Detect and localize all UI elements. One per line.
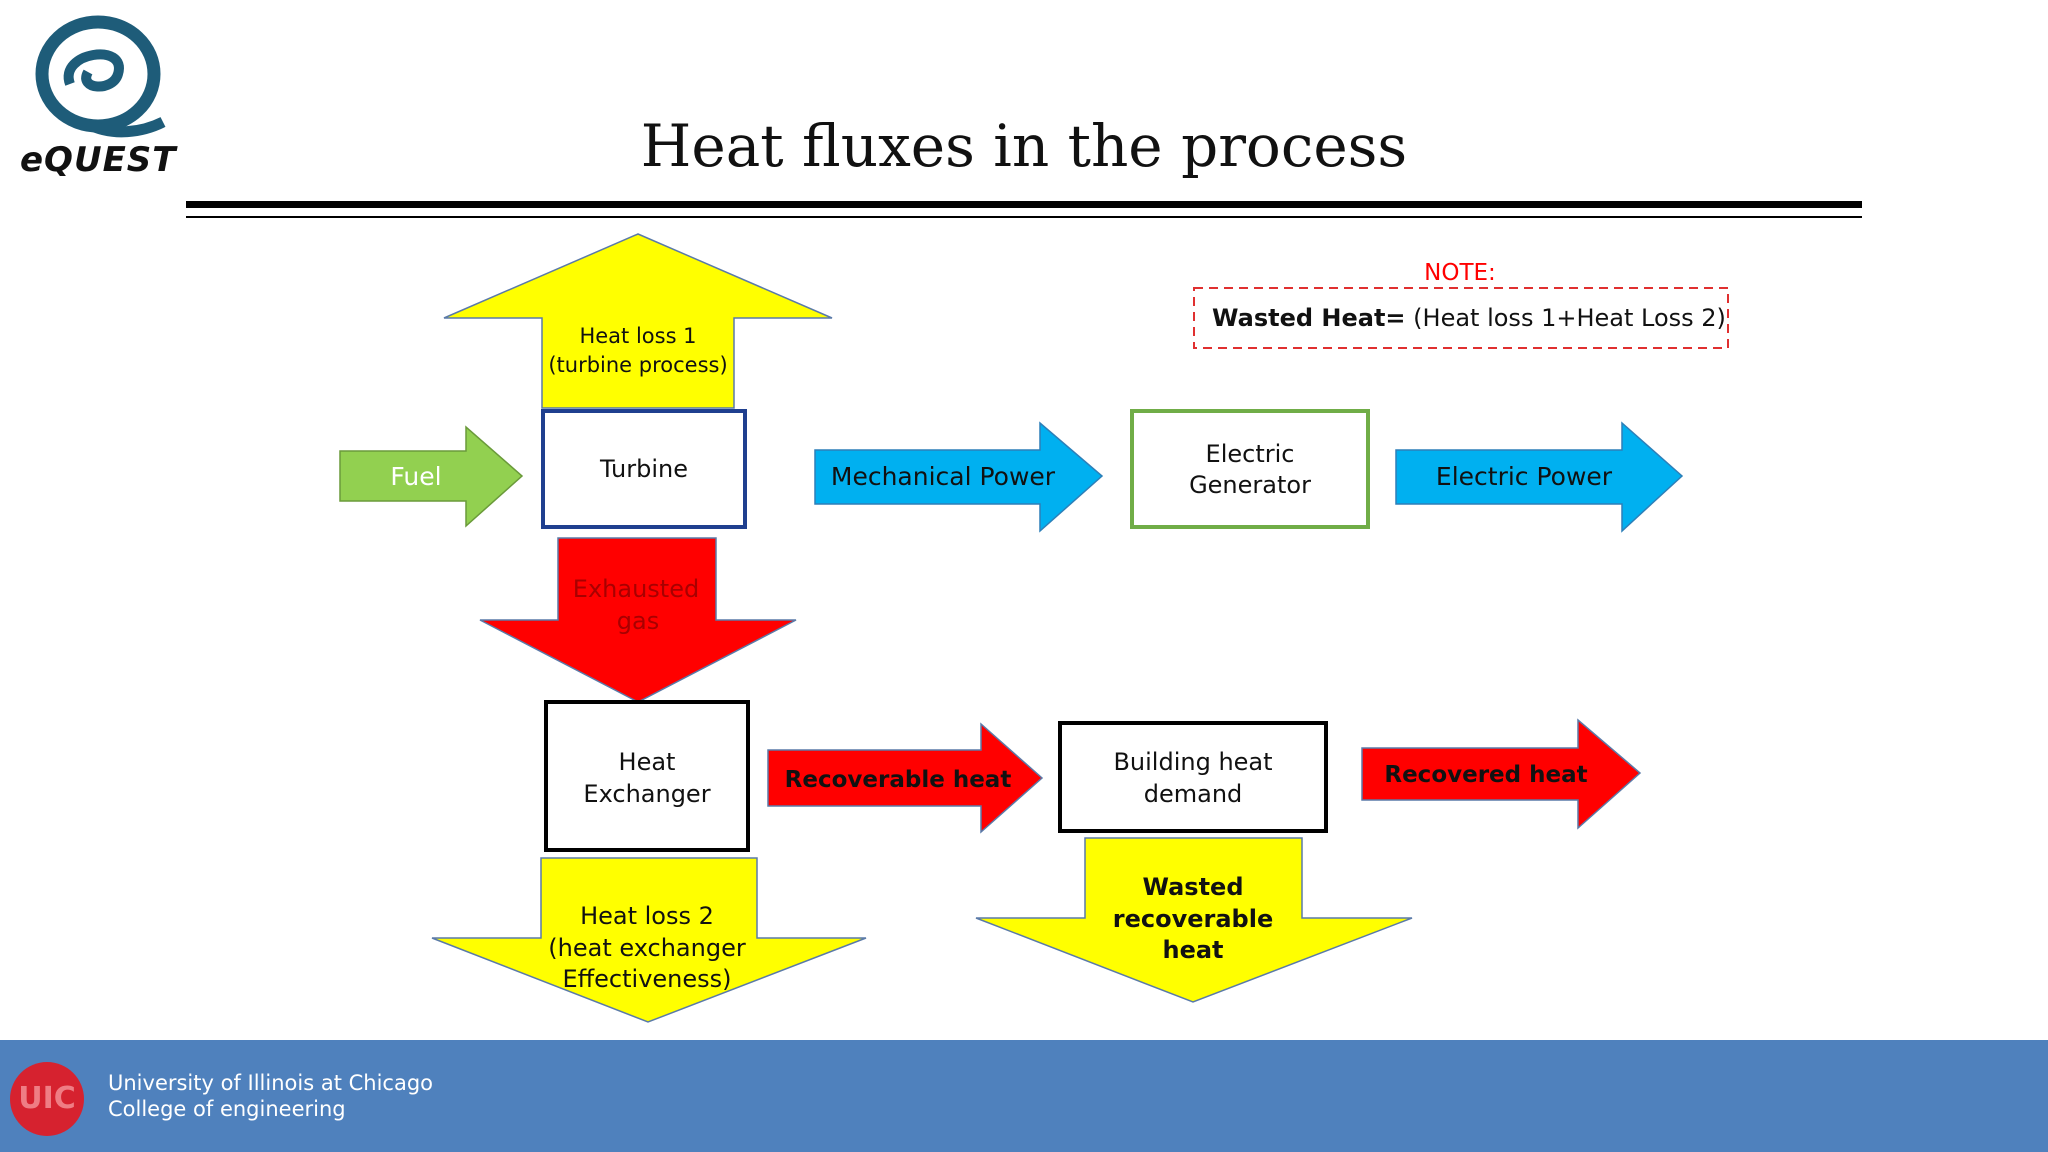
heat-loss-2-label-2: (heat exchanger bbox=[548, 934, 746, 962]
heat-loss-2-arrow: Heat loss 2 (heat exchanger Effectivenes… bbox=[431, 857, 867, 1023]
footer-bar: UIC University of Illinois at Chicago Co… bbox=[0, 1040, 2048, 1152]
university-line-2: College of engineering bbox=[108, 1097, 346, 1121]
hx-label-1: Heat bbox=[619, 748, 676, 776]
title-rule-thin bbox=[186, 216, 1862, 218]
mechanical-power-arrow: Mechanical Power bbox=[814, 421, 1104, 533]
wasted-label-2: recoverable bbox=[1113, 905, 1273, 933]
heat-flux-diagram: NOTE: Wasted Heat= (Heat loss 1+Heat Los… bbox=[339, 233, 1729, 1023]
electric-generator-box: Electric Generator bbox=[1130, 409, 1370, 529]
recovered-heat-arrow: Recovered heat bbox=[1361, 718, 1642, 830]
building-label-1: Building heat bbox=[1113, 748, 1272, 776]
mechanical-power-label: Mechanical Power bbox=[831, 462, 1056, 491]
electric-power-arrow: Electric Power bbox=[1395, 421, 1684, 533]
electric-power-label: Electric Power bbox=[1436, 462, 1613, 491]
wasted-label-3: heat bbox=[1162, 936, 1223, 964]
generator-label-1: Electric bbox=[1206, 440, 1295, 468]
hx-label-2: Exchanger bbox=[583, 780, 710, 808]
equest-logo bbox=[35, 15, 166, 138]
heat-loss-1-label-1: Heat loss 1 bbox=[579, 324, 696, 348]
turbine-box: Turbine bbox=[541, 409, 747, 529]
university-name: University of Illinois at Chicago Colleg… bbox=[108, 1070, 433, 1122]
exhausted-gas-arrow: Exhausted gas bbox=[479, 537, 797, 703]
uic-logo: UIC bbox=[10, 1062, 84, 1136]
note-heading: NOTE: bbox=[1424, 260, 1496, 286]
heat-loss-2-label-1: Heat loss 2 bbox=[580, 902, 714, 930]
building-heat-demand-box: Building heat demand bbox=[1058, 721, 1328, 833]
turbine-label: Turbine bbox=[599, 455, 688, 483]
fuel-arrow: Fuel bbox=[339, 425, 524, 528]
logo-text: eQUEST bbox=[20, 140, 177, 180]
recoverable-heat-label: Recoverable heat bbox=[785, 767, 1012, 793]
heat-loss-1-arrow: Heat loss 1 (turbine process) bbox=[443, 233, 833, 409]
note-formula: (Heat loss 1+Heat Loss 2) bbox=[1406, 304, 1726, 332]
university-line-1: University of Illinois at Chicago bbox=[108, 1071, 434, 1095]
fuel-label: Fuel bbox=[390, 462, 441, 491]
wasted-recoverable-heat-arrow: Wasted recoverable heat bbox=[975, 837, 1413, 1003]
page-title: Heat fluxes in the process bbox=[640, 112, 1408, 180]
wasted-label-1: Wasted bbox=[1142, 873, 1243, 901]
exhausted-label-1: Exhausted bbox=[573, 575, 699, 603]
building-label-2: demand bbox=[1144, 780, 1243, 808]
generator-label-2: Generator bbox=[1189, 471, 1311, 499]
recovered-heat-label: Recovered heat bbox=[1384, 762, 1587, 788]
recoverable-heat-arrow: Recoverable heat bbox=[767, 722, 1044, 834]
note-bold: Wasted Heat= bbox=[1212, 304, 1406, 332]
heat-loss-1-label-2: (turbine process) bbox=[548, 353, 727, 377]
svg-text:Wasted Heat= (Heat loss 1+Heat: Wasted Heat= (Heat loss 1+Heat Loss 2) bbox=[1212, 304, 1726, 332]
note-box: NOTE: Wasted Heat= (Heat loss 1+Heat Los… bbox=[1193, 260, 1729, 349]
exhausted-label-2: gas bbox=[617, 607, 659, 635]
title-rule-thick bbox=[186, 201, 1862, 208]
heat-exchanger-box: Heat Exchanger bbox=[544, 700, 750, 852]
heat-loss-2-label-3: Effectiveness) bbox=[562, 965, 731, 993]
